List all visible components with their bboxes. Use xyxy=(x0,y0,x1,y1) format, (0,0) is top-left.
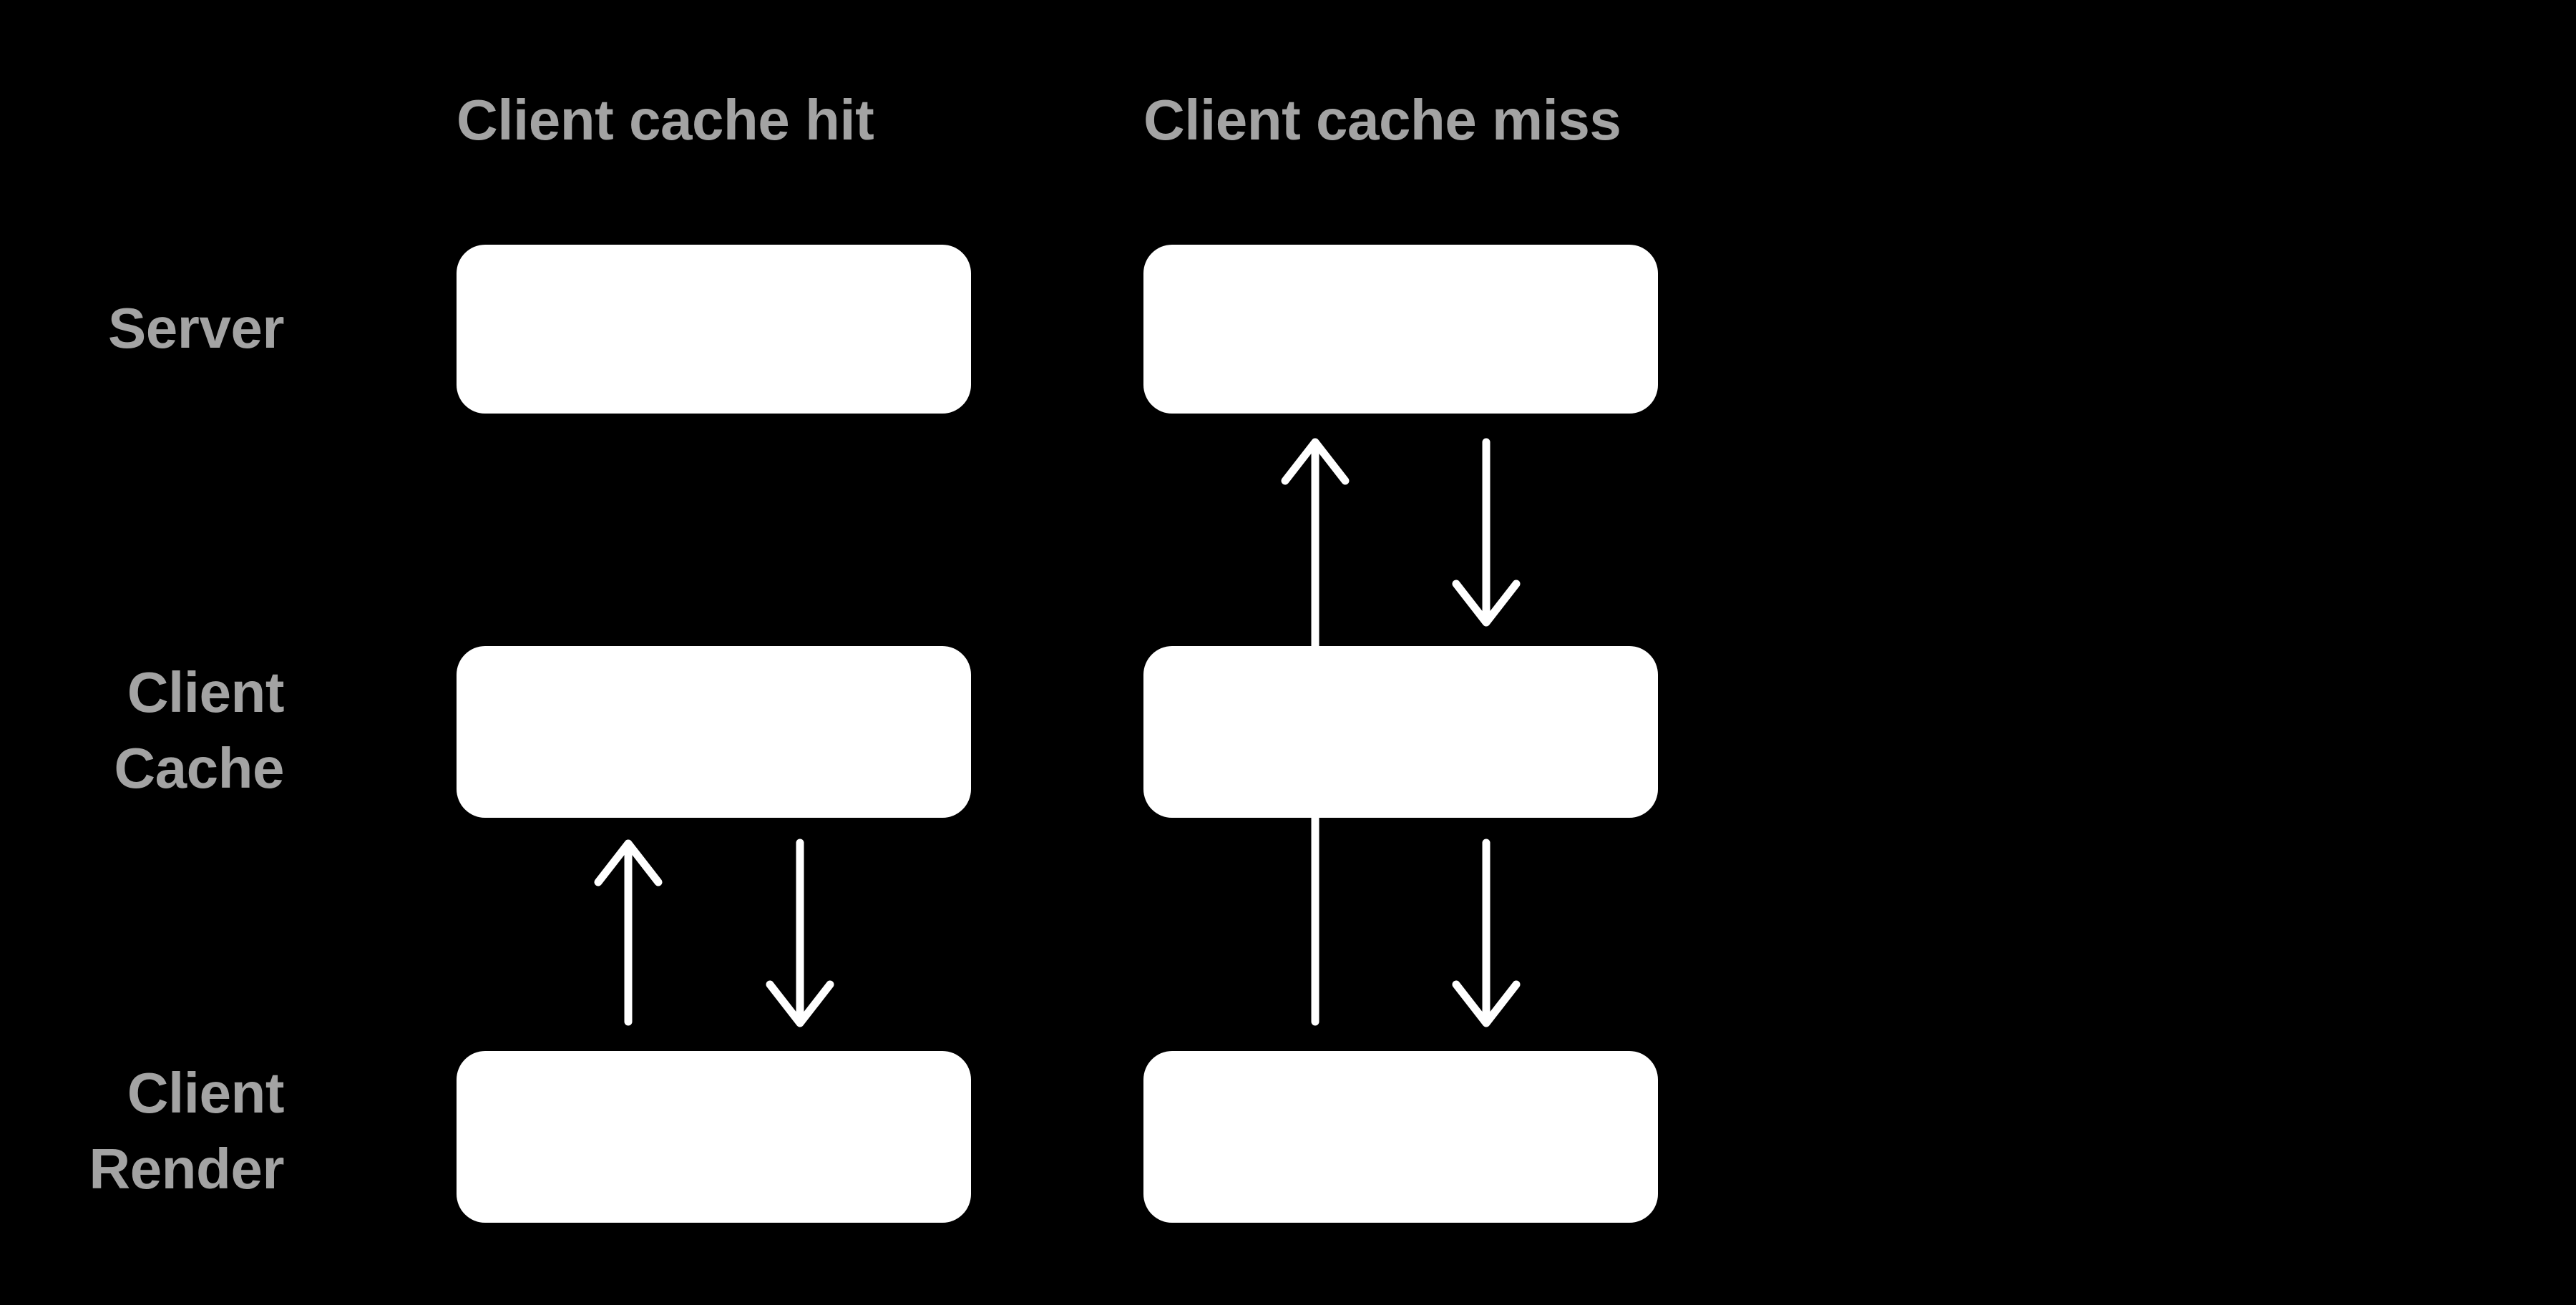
column-header-hit: Client cache hit xyxy=(457,88,874,152)
box-miss-server xyxy=(1143,245,1658,414)
box-hit-client-cache xyxy=(457,646,971,818)
arrow-down-icon xyxy=(1452,438,1521,627)
column-header-miss: Client cache miss xyxy=(1143,88,1621,152)
row-label-client-render: Client Render xyxy=(89,1061,284,1201)
box-miss-client-render xyxy=(1143,1051,1658,1223)
arrow-down-icon xyxy=(766,839,834,1027)
box-miss-client-cache xyxy=(1143,646,1658,818)
box-hit-client-render xyxy=(457,1051,971,1223)
row-label-client-cache: Client Cache xyxy=(114,660,284,800)
box-hit-server xyxy=(457,245,971,414)
arrow-up-icon xyxy=(594,839,663,1026)
row-label-server: Server xyxy=(107,296,285,360)
arrow-down-icon xyxy=(1452,839,1521,1027)
